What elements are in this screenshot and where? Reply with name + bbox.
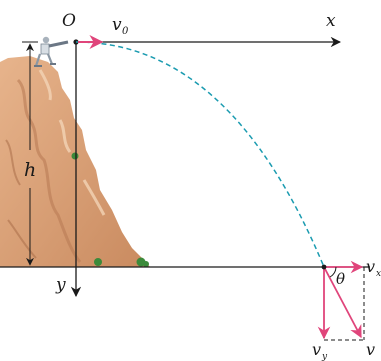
height-label: h	[24, 159, 36, 181]
svg-text:v: v	[366, 257, 375, 276]
v-label: v	[366, 340, 375, 359]
svg-text:v: v	[312, 340, 321, 359]
x-axis-label: x	[326, 11, 336, 31]
person-icon	[34, 36, 69, 67]
vx-label: v x	[366, 257, 381, 279]
svg-text:x: x	[376, 269, 381, 279]
angle-label: θ	[336, 270, 345, 288]
vy-label: v y	[312, 340, 328, 361]
bush-icon	[71, 152, 149, 267]
trajectory-curve	[75, 41, 325, 268]
origin-label: O	[62, 11, 76, 31]
svg-text:v: v	[112, 15, 122, 35]
svg-text:0: 0	[122, 26, 129, 37]
svg-text:y: y	[321, 352, 328, 361]
cliff-icon	[0, 56, 150, 267]
landing-velocity-vectors	[317, 260, 365, 341]
y-axis-label: y	[55, 275, 66, 295]
initial-velocity-label: v 0	[112, 15, 129, 37]
